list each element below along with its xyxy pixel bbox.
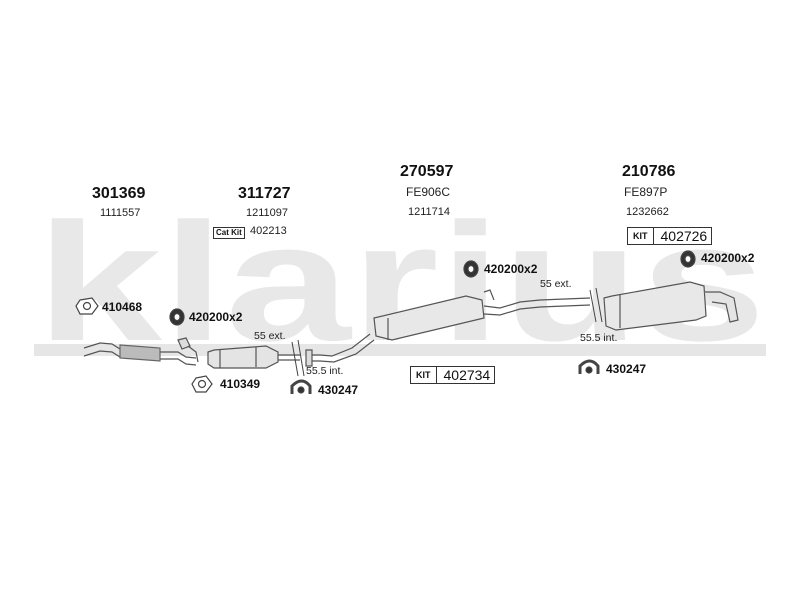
part-number-210786[interactable]: 210786 xyxy=(622,163,676,180)
watermark-text: klarius xyxy=(36,188,766,376)
joint-int-label: 55.5 int. xyxy=(306,365,344,377)
clamp-icon xyxy=(578,359,600,374)
kit-box-right[interactable]: KIT 402726 xyxy=(627,227,713,245)
gasket-icon xyxy=(75,297,99,315)
kit-number: 402726 xyxy=(660,228,708,244)
cat-kit-badge: Cat Kit xyxy=(213,227,245,239)
joint-ext-label: 55 ext. xyxy=(254,330,286,342)
ref-number: 1211714 xyxy=(408,206,451,218)
mid-silencer-270597[interactable] xyxy=(305,289,591,367)
fitting-code-420200[interactable]: 420200x2 xyxy=(701,251,755,265)
fitting-code-410349[interactable]: 410349 xyxy=(220,377,261,391)
part-number-311727[interactable]: 311727 xyxy=(238,185,291,202)
rubber-mount-icon xyxy=(169,308,185,326)
model-code: FE897P xyxy=(624,185,668,199)
model-code: FE906C xyxy=(406,185,451,199)
kit-box-mid[interactable]: KIT 402734 xyxy=(410,366,496,384)
joint-markers xyxy=(291,287,603,377)
rubber-mount-icon xyxy=(463,260,479,278)
rear-silencer-210786[interactable] xyxy=(603,281,739,331)
ref-number: 1211097 xyxy=(246,207,289,219)
catalyst-311727[interactable] xyxy=(207,345,300,369)
kit-number: 402734 xyxy=(443,367,491,383)
cat-kit-number[interactable]: 402213 xyxy=(250,225,287,237)
ref-number: 1232662 xyxy=(626,206,669,218)
gasket-icon xyxy=(191,375,213,393)
fitting-code-420200[interactable]: 420200x2 xyxy=(484,262,538,276)
fitting-code-410468[interactable]: 410468 xyxy=(102,300,143,314)
joint-ext-label: 55 ext. xyxy=(540,278,572,290)
part-number-301369[interactable]: 301369 xyxy=(92,185,146,202)
rubber-mount-icon xyxy=(680,250,696,268)
kit-tag: KIT xyxy=(628,228,654,244)
joint-int-label: 55.5 int. xyxy=(580,332,618,344)
ref-number: 1111557 xyxy=(100,207,141,219)
fitting-code-430247[interactable]: 430247 xyxy=(318,383,359,397)
front-pipe-301369[interactable] xyxy=(83,337,199,366)
kit-tag: KIT xyxy=(411,367,437,383)
part-number-270597[interactable]: 270597 xyxy=(400,163,454,180)
fitting-code-420200[interactable]: 420200x2 xyxy=(189,310,243,324)
clamp-icon xyxy=(290,379,312,394)
fitting-code-430247[interactable]: 430247 xyxy=(606,362,647,376)
